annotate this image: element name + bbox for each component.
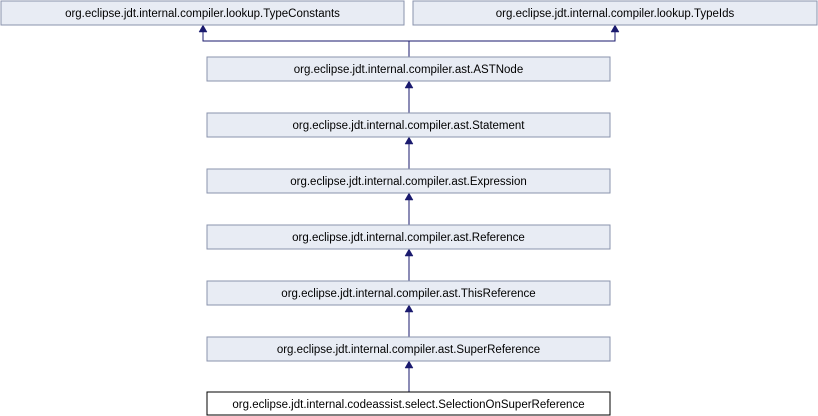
edge-reference-to-expression <box>404 192 414 225</box>
node-typeids[interactable]: org.eclipse.jdt.internal.compiler.lookup… <box>412 0 818 26</box>
node-astnode[interactable]: org.eclipse.jdt.internal.compiler.ast.AS… <box>206 56 611 82</box>
node-label-thisreference: org.eclipse.jdt.internal.compiler.ast.Th… <box>281 288 535 300</box>
node-selectiononsuperreference: org.eclipse.jdt.internal.codeassist.sele… <box>206 391 611 416</box>
node-label-reference: org.eclipse.jdt.internal.compiler.ast.Re… <box>292 232 525 244</box>
node-typeconstants[interactable]: org.eclipse.jdt.internal.compiler.lookup… <box>0 0 405 26</box>
edge-statement-to-astnode <box>404 80 414 113</box>
node-label-selectiononsuperreference: org.eclipse.jdt.internal.codeassist.sele… <box>232 399 584 411</box>
node-superreference[interactable]: org.eclipse.jdt.internal.compiler.ast.Su… <box>206 336 611 362</box>
edge-superreference-to-thisreference <box>404 304 414 337</box>
node-label-typeconstants: org.eclipse.jdt.internal.compiler.lookup… <box>65 8 340 20</box>
node-label-statement: org.eclipse.jdt.internal.compiler.ast.St… <box>292 120 525 132</box>
node-statement[interactable]: org.eclipse.jdt.internal.compiler.ast.St… <box>206 112 611 138</box>
node-label-astnode: org.eclipse.jdt.internal.compiler.ast.AS… <box>294 64 523 76</box>
node-reference[interactable]: org.eclipse.jdt.internal.compiler.ast.Re… <box>206 224 611 250</box>
node-label-expression: org.eclipse.jdt.internal.compiler.ast.Ex… <box>290 176 527 188</box>
node-label-superreference: org.eclipse.jdt.internal.compiler.ast.Su… <box>277 344 540 356</box>
edge-thisreference-to-reference <box>404 248 414 281</box>
edge-astnode-to-typeconstants <box>198 24 410 57</box>
edge-selectiononsuperreference-to-superreference <box>404 360 414 392</box>
node-expression[interactable]: org.eclipse.jdt.internal.compiler.ast.Ex… <box>206 168 611 194</box>
edge-astnode-to-typeids <box>408 24 620 57</box>
node-thisreference[interactable]: org.eclipse.jdt.internal.compiler.ast.Th… <box>206 280 611 306</box>
edge-expression-to-statement <box>404 136 414 169</box>
inheritance-edges <box>198 24 620 392</box>
node-label-typeids: org.eclipse.jdt.internal.compiler.lookup… <box>496 8 735 20</box>
